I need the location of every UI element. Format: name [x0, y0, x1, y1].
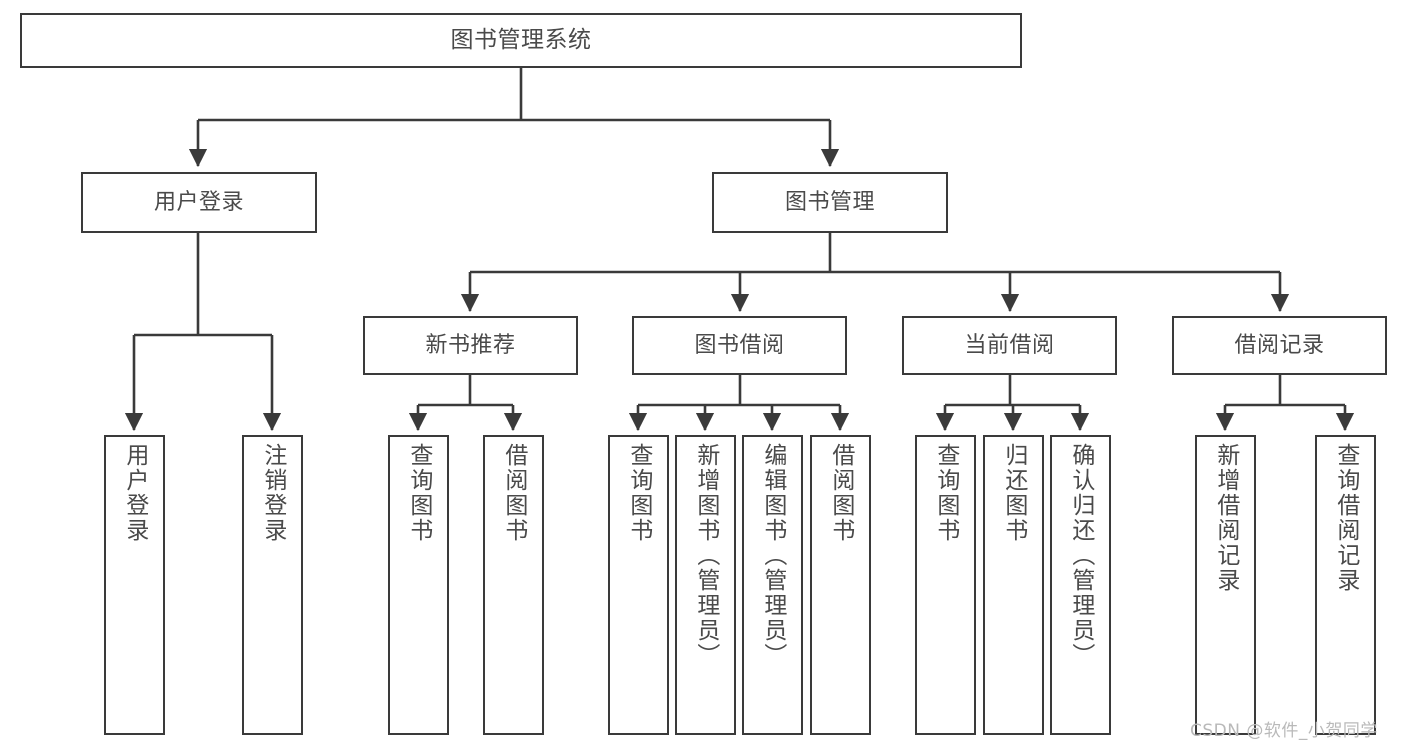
- node-label: 图书管理: [784, 189, 875, 215]
- node-book-borrow[interactable]: 图书借阅: [632, 316, 847, 375]
- node-borrow-record[interactable]: 借阅记录: [1172, 316, 1387, 375]
- node-book-management[interactable]: 图书管理: [712, 172, 948, 233]
- node-leaf-query-book-3[interactable]: 查询图书: [915, 435, 976, 735]
- node-label: 新增借阅记录: [1212, 443, 1239, 593]
- node-label: 借阅图书: [500, 443, 527, 543]
- node-leaf-add-book[interactable]: 新增图书（管理员）: [675, 435, 736, 735]
- node-label: 借阅记录: [1234, 332, 1325, 358]
- node-leaf-query-book-1[interactable]: 查询图书: [388, 435, 449, 735]
- node-label: 新书推荐: [425, 332, 516, 358]
- node-new-book-recommend[interactable]: 新书推荐: [363, 316, 578, 375]
- node-label: 注销登录: [259, 443, 286, 543]
- node-label: 借阅图书: [827, 443, 854, 543]
- node-leaf-edit-book[interactable]: 编辑图书（管理员）: [742, 435, 803, 735]
- node-label: 查询图书: [932, 443, 959, 543]
- node-label: 用户登录: [153, 189, 244, 215]
- node-leaf-confirm-return[interactable]: 确认归还（管理员）: [1050, 435, 1111, 735]
- node-label: 图书借阅: [694, 332, 785, 358]
- node-root-book-management-system[interactable]: 图书管理系统: [20, 13, 1022, 68]
- node-leaf-borrow-book-2[interactable]: 借阅图书: [810, 435, 871, 735]
- node-label: 当前借阅: [964, 332, 1055, 358]
- node-leaf-add-record[interactable]: 新增借阅记录: [1195, 435, 1256, 735]
- node-user-login[interactable]: 用户登录: [81, 172, 317, 233]
- node-label: 图书管理系统: [450, 27, 592, 54]
- node-leaf-user-login[interactable]: 用户登录: [104, 435, 165, 735]
- node-label: 用户登录: [121, 443, 148, 543]
- node-label: 查询图书: [405, 443, 432, 543]
- node-label: 查询图书: [625, 443, 652, 543]
- node-leaf-query-book-2[interactable]: 查询图书: [608, 435, 669, 735]
- node-leaf-return-book[interactable]: 归还图书: [983, 435, 1044, 735]
- node-label: 确认归还（管理员）: [1067, 443, 1094, 668]
- node-label: 编辑图书（管理员）: [759, 443, 786, 668]
- node-leaf-logout-login[interactable]: 注销登录: [242, 435, 303, 735]
- watermark-text: CSDN @软件_小贺同学: [1190, 721, 1378, 741]
- node-label: 查询借阅记录: [1332, 443, 1359, 593]
- node-leaf-query-record[interactable]: 查询借阅记录: [1315, 435, 1376, 735]
- node-leaf-borrow-book-1[interactable]: 借阅图书: [483, 435, 544, 735]
- node-current-borrow[interactable]: 当前借阅: [902, 316, 1117, 375]
- node-label: 新增图书（管理员）: [692, 443, 719, 668]
- node-label: 归还图书: [1000, 443, 1027, 543]
